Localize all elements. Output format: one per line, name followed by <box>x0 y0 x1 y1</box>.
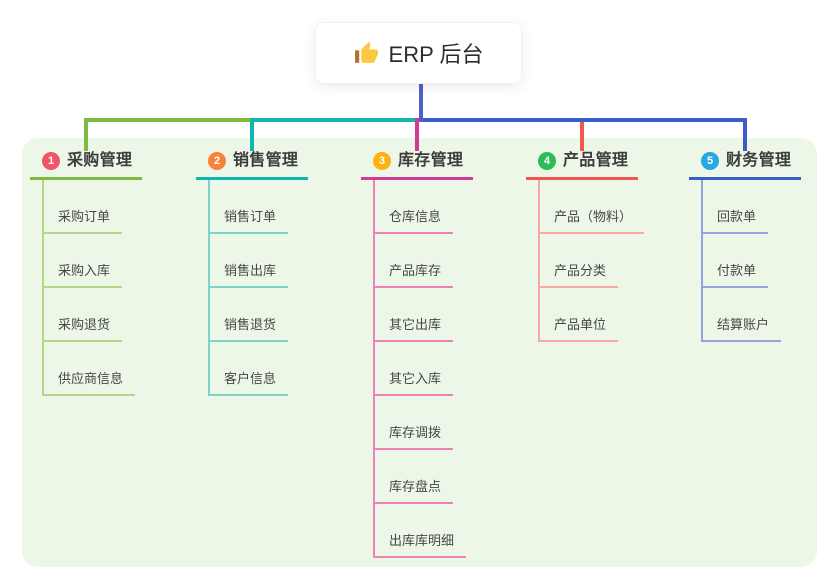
child-topic[interactable]: 产品库存 <box>375 234 454 288</box>
child-topic[interactable]: 出库库明细 <box>375 504 467 558</box>
branch-bus-segment-2 <box>250 118 423 122</box>
branch-number-badge: 3 <box>373 152 391 170</box>
child-topic[interactable]: 销售出库 <box>210 234 289 288</box>
child-topic[interactable]: 销售退货 <box>210 288 289 342</box>
branch-bus-segment-1 <box>84 118 423 122</box>
child-topic[interactable]: 仓库信息 <box>375 180 454 234</box>
child-topic[interactable]: 产品单位 <box>540 288 619 342</box>
branch-header-2[interactable]: 2 销售管理 <box>196 151 309 180</box>
branch-bus-segment-4 <box>419 118 584 122</box>
branch-children-list: 产品（物料）产品分类产品单位 <box>538 180 645 342</box>
branch-header-5[interactable]: 5 财务管理 <box>689 151 802 180</box>
branch-header-4[interactable]: 4 产品管理 <box>526 151 639 180</box>
branch-bus-segment-5 <box>419 118 747 122</box>
branch-children-list: 销售订单销售出库销售退货客户信息 <box>208 180 289 396</box>
child-topic[interactable]: 产品分类 <box>540 234 619 288</box>
root-connector-line <box>419 84 423 122</box>
branch-children-list: 仓库信息产品库存其它出库其它入库库存调拨库存盘点出库库明细 <box>373 180 467 558</box>
branch-label: 财务管理 <box>726 152 792 169</box>
branch-label: 销售管理 <box>233 152 299 169</box>
branch: 1 采购管理 采购订单采购入库采购退货供应商信息 <box>30 151 143 396</box>
child-topic[interactable]: 库存调拨 <box>375 396 454 450</box>
child-topic[interactable]: 付款单 <box>703 234 769 288</box>
branch-header-3[interactable]: 3 库存管理 <box>361 151 474 180</box>
branch-children-list: 回款单付款单结算账户 <box>701 180 782 342</box>
branch-children-list: 采购订单采购入库采购退货供应商信息 <box>42 180 136 396</box>
child-topic[interactable]: 采购订单 <box>44 180 123 234</box>
child-topic[interactable]: 采购入库 <box>44 234 123 288</box>
branch-label: 采购管理 <box>67 152 133 169</box>
child-topic[interactable]: 采购退货 <box>44 288 123 342</box>
child-topic[interactable]: 库存盘点 <box>375 450 454 504</box>
branch-bus-segment-3 <box>415 118 423 122</box>
branch-header-1[interactable]: 1 采购管理 <box>30 151 143 180</box>
root-title: ERP 后台 <box>388 42 484 67</box>
branches-panel <box>22 138 817 567</box>
branch-number-badge: 5 <box>701 152 719 170</box>
child-topic[interactable]: 客户信息 <box>210 342 289 396</box>
child-topic[interactable]: 销售订单 <box>210 180 289 234</box>
branch-label: 产品管理 <box>563 152 629 169</box>
child-topic[interactable]: 其它出库 <box>375 288 454 342</box>
branch-label: 库存管理 <box>398 152 464 169</box>
branch-number-badge: 1 <box>42 152 60 170</box>
branch: 4 产品管理 产品（物料）产品分类产品单位 <box>526 151 645 342</box>
thumbs-up-icon <box>354 41 378 63</box>
child-topic[interactable]: 回款单 <box>703 180 769 234</box>
branch-number-badge: 2 <box>208 152 226 170</box>
branch: 3 库存管理 仓库信息产品库存其它出库其它入库库存调拨库存盘点出库库明细 <box>361 151 474 558</box>
child-topic[interactable]: 结算账户 <box>703 288 782 342</box>
branch-number-badge: 4 <box>538 152 556 170</box>
branch: 2 销售管理 销售订单销售出库销售退货客户信息 <box>196 151 309 396</box>
branch: 5 财务管理 回款单付款单结算账户 <box>689 151 802 342</box>
child-topic[interactable]: 其它入库 <box>375 342 454 396</box>
child-topic[interactable]: 产品（物料） <box>540 180 645 234</box>
child-topic[interactable]: 供应商信息 <box>44 342 136 396</box>
root-node-erp[interactable]: ERP 后台 <box>315 22 522 84</box>
